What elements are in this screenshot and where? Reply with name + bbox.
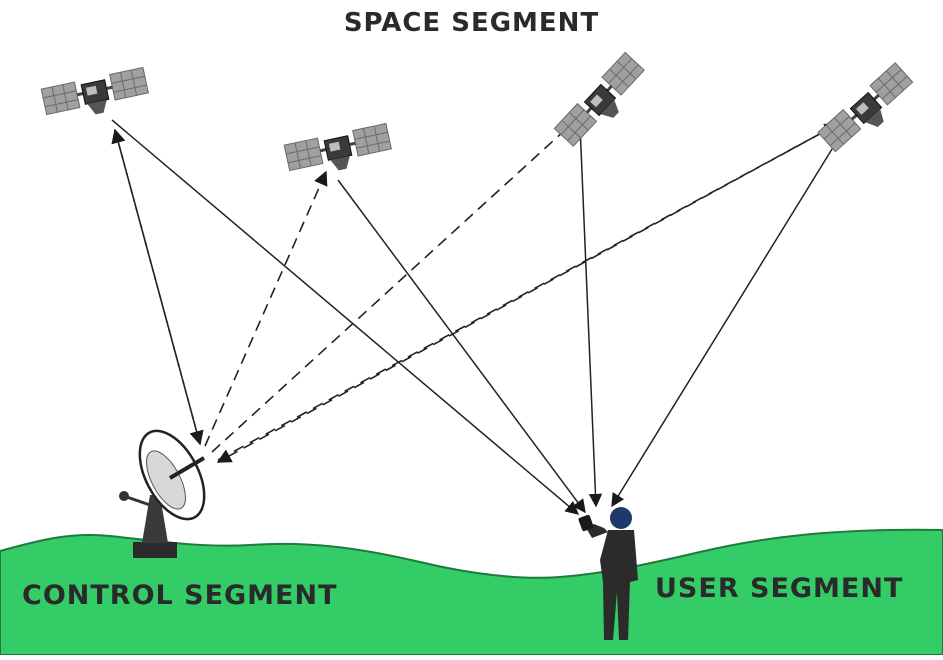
user-person-icon xyxy=(578,507,638,640)
control-link-sat2 xyxy=(204,170,328,447)
satellite-3 xyxy=(540,46,666,159)
control-link-sat3 xyxy=(211,119,578,453)
space-segment-label: SPACE SEGMENT xyxy=(343,8,600,38)
control-segment-label: CONTROL SEGMENT xyxy=(22,580,338,611)
control-link-sat4 xyxy=(217,123,840,461)
ground-terrain xyxy=(0,528,943,656)
user-link-sat1 xyxy=(111,119,580,515)
control-links xyxy=(111,119,840,463)
satellite-1 xyxy=(39,65,152,126)
user-link-sat2 xyxy=(337,179,586,514)
satellite-4 xyxy=(805,57,932,165)
dish-antenna-icon xyxy=(119,429,206,558)
user-links xyxy=(111,119,846,515)
control-link-sat4-down xyxy=(216,123,839,463)
satellite-2 xyxy=(282,121,395,182)
user-link-sat3 xyxy=(579,124,603,508)
user-link-sat4 xyxy=(611,127,846,508)
control-link-sat1-up xyxy=(111,128,201,445)
user-segment-label: USER SEGMENT xyxy=(655,573,904,604)
